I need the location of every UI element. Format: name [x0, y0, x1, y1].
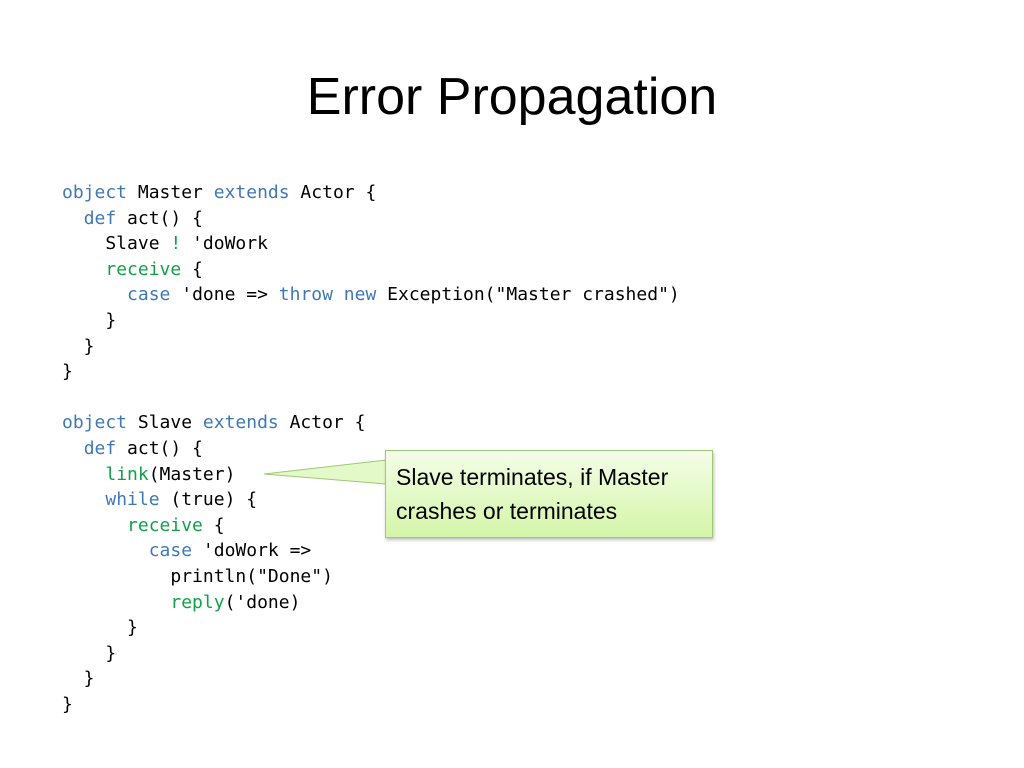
callout-pointer — [263, 459, 387, 485]
code-text: ('done) — [224, 591, 301, 613]
code-line: println("Done") — [62, 564, 333, 590]
code-text — [333, 284, 344, 305]
code-keyword: def — [83, 207, 117, 229]
code-text: } — [62, 694, 73, 715]
callout-note: Slave terminates, if Master crashes or t… — [385, 450, 713, 538]
code-line: def act() { — [62, 206, 203, 232]
code-text: act() { — [116, 438, 203, 459]
code-line: object Master extends Actor { — [62, 180, 376, 206]
code-text: Exception("Master crashed") — [376, 284, 680, 306]
code-text — [62, 540, 149, 561]
code-text — [62, 284, 127, 305]
code-line: case 'done => throw new Exception("Maste… — [62, 282, 680, 308]
code-line: case 'doWork => — [62, 538, 312, 564]
code-line: Slave ! 'doWork — [62, 231, 268, 257]
code-builtin: ! — [170, 233, 182, 255]
code-keyword: new — [343, 284, 377, 306]
code-line: } — [62, 334, 95, 360]
code-builtin: receive — [127, 514, 203, 536]
code-text: 'doWork — [181, 233, 268, 255]
code-text: Actor { — [278, 412, 366, 434]
code-text: (Master) — [148, 463, 236, 485]
code-builtin: link — [105, 463, 149, 485]
code-keyword: object — [62, 412, 128, 434]
code-line: } — [62, 641, 116, 667]
code-line: link(Master) — [62, 462, 235, 488]
code-text: } — [62, 668, 95, 690]
code-line: } — [62, 666, 95, 692]
slide-title: Error Propagation — [306, 68, 718, 126]
code-text — [62, 592, 170, 613]
code-text: Actor { — [289, 182, 377, 203]
code-text: Slave — [127, 412, 203, 434]
code-keyword: case — [127, 284, 171, 306]
code-line: } — [62, 359, 73, 385]
code-text: 'done => — [170, 284, 279, 306]
code-keyword: def — [83, 438, 117, 459]
code-text: (true) { — [159, 489, 258, 511]
code-keyword: while — [105, 489, 160, 511]
code-keyword: throw — [278, 284, 333, 306]
code-line: reply('done) — [62, 590, 300, 616]
code-text: Slave — [62, 233, 171, 255]
code-text: } — [62, 617, 138, 639]
code-text — [62, 208, 84, 229]
code-text — [62, 438, 84, 459]
code-text — [62, 489, 105, 510]
code-text: act() { — [116, 207, 203, 229]
code-line: def act() { — [62, 436, 203, 462]
code-builtin: receive — [105, 258, 182, 280]
code-keyword: extends — [213, 182, 290, 203]
code-text: { — [202, 514, 225, 536]
code-keyword: extends — [202, 412, 279, 434]
code-line: receive { — [62, 257, 203, 283]
code-line: receive { — [62, 513, 225, 539]
code-line: } — [62, 692, 73, 718]
code-text: 'doWork => — [192, 540, 312, 562]
code-text: Master — [127, 182, 214, 203]
code-text: { — [181, 258, 203, 280]
code-text: } — [62, 335, 95, 357]
code-line: } — [62, 308, 116, 334]
code-text: } — [62, 361, 73, 383]
callout-text-line-1: Slave terminates, if Master — [396, 464, 669, 490]
code-builtin: reply — [170, 591, 225, 613]
code-text — [62, 259, 105, 280]
code-line: object Slave extends Actor { — [62, 410, 365, 436]
code-text: } — [62, 642, 117, 664]
code-text — [62, 464, 105, 485]
code-text: } — [62, 310, 117, 331]
code-keyword: case — [148, 540, 193, 562]
code-line: while (true) { — [62, 487, 257, 513]
callout-text-line-2: crashes or terminates — [396, 498, 618, 524]
code-line: } — [62, 615, 138, 641]
code-keyword: object — [62, 182, 128, 203]
code-text: println("Done") — [62, 566, 333, 587]
code-text — [62, 515, 127, 536]
